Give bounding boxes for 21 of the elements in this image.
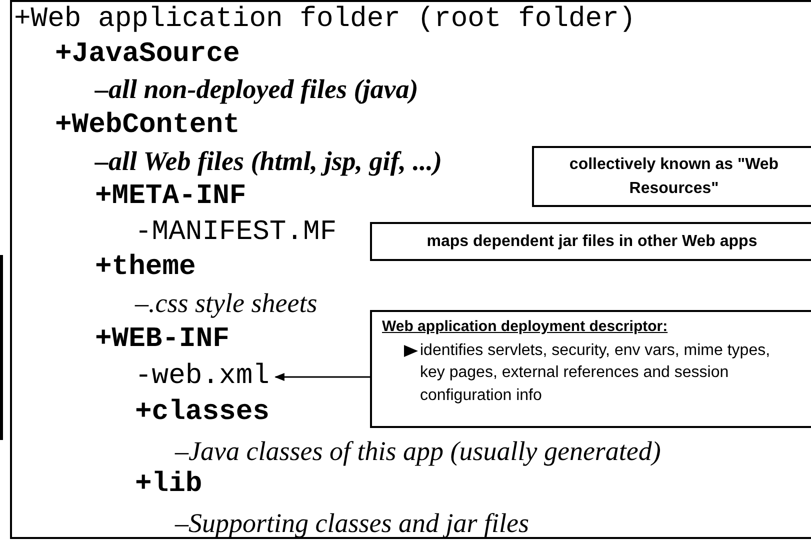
file-name: -MANIFEST.MF	[135, 219, 337, 247]
folder-note: –all Web files (html, jsp, gif, ...)	[95, 148, 442, 175]
folder-name: +WEB-INF	[95, 326, 230, 354]
folder-note: –Java classes of this app (usually generated)	[175, 438, 661, 465]
folder-name: +classes	[135, 399, 270, 427]
folder-name: +META-INF	[95, 183, 246, 211]
folder-name: +lib	[135, 471, 202, 499]
folder-note: –all non-deployed files (java)	[95, 76, 418, 103]
callout-box: collectively known as "Web Resources"	[532, 146, 811, 207]
folder-name: +JavaSource	[55, 41, 240, 69]
file-name: -web.xml	[135, 363, 270, 391]
file-name: +Web application folder (root folder)	[14, 6, 636, 34]
callout-heading: Web application deployment descriptor:	[382, 318, 668, 335]
callout-box: maps dependent jar files in other Web apps	[370, 222, 811, 261]
callout-box	[370, 310, 811, 428]
arrow	[274, 373, 370, 381]
callout-text: identifies servlets, security, env vars, mime types, key pages, external references and session configuration info	[420, 341, 772, 406]
folder-name: +WebContent	[55, 112, 240, 140]
folder-note: –Supporting classes and jar files	[175, 510, 530, 537]
folder-note: –.css style sheets	[135, 290, 318, 317]
folder-name: +theme	[95, 254, 196, 282]
